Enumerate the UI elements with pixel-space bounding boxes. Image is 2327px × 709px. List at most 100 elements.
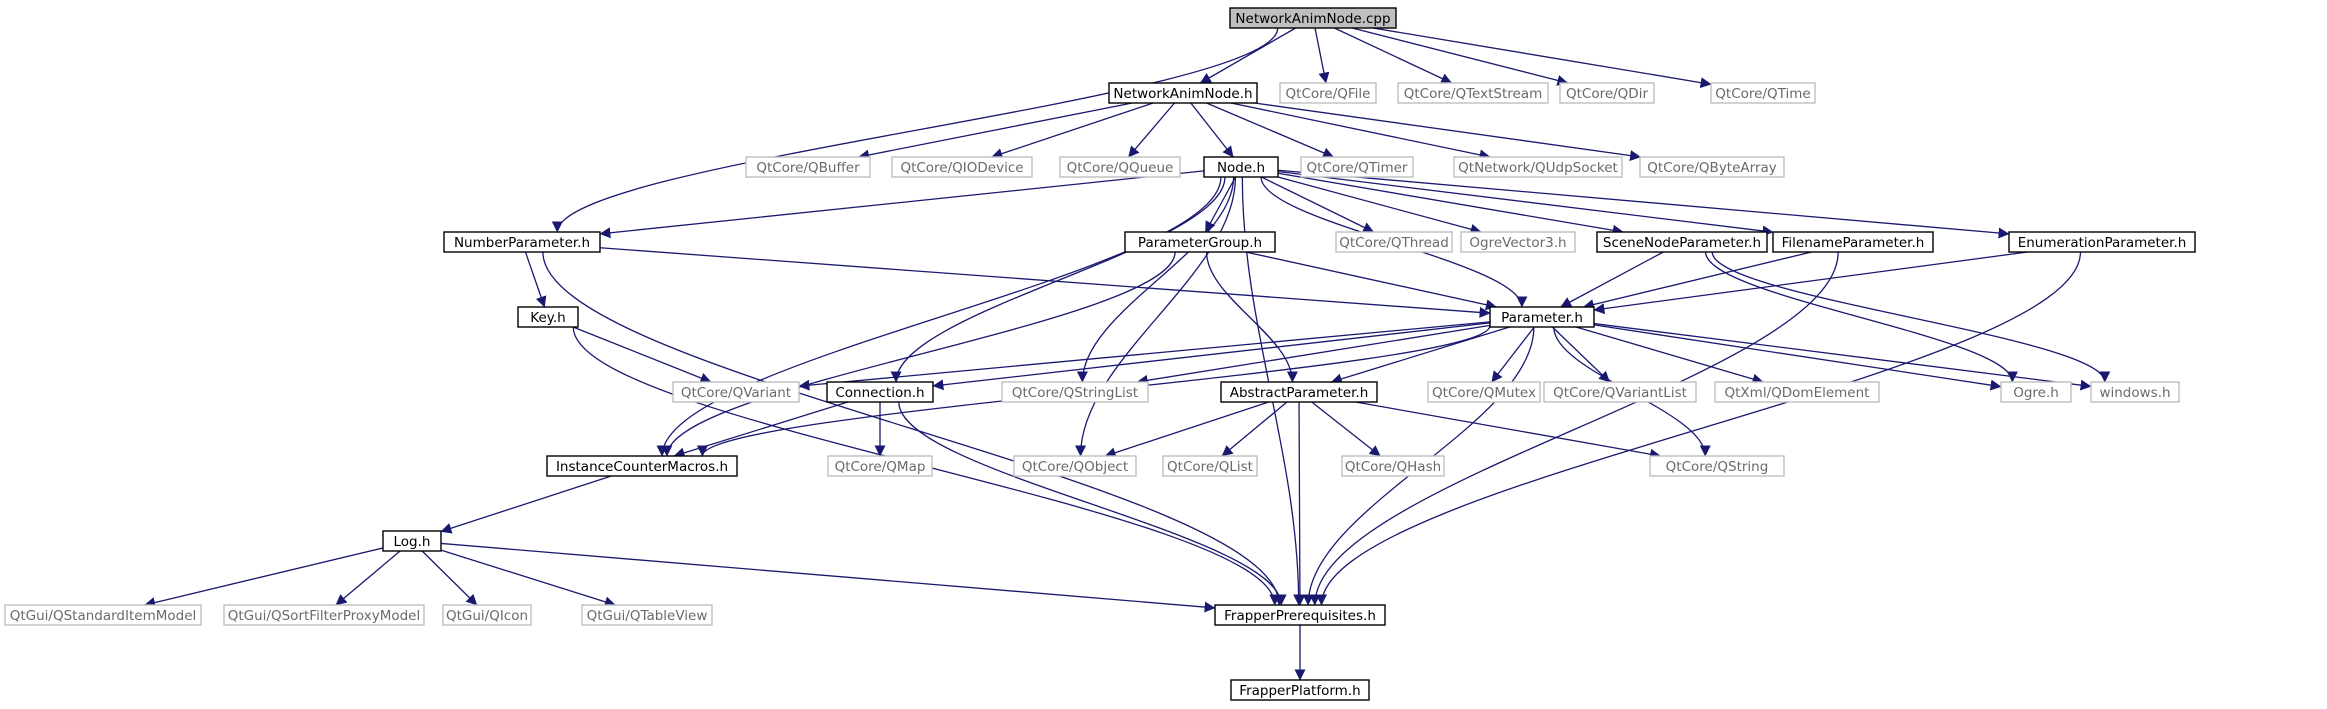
node-key-h[interactable]: Key.h [517, 306, 579, 328]
node-box [382, 530, 442, 552]
node-abstractparameter-h[interactable]: AbstractParameter.h [1220, 381, 1378, 403]
node-label: QtCore/QQueue [1067, 160, 1174, 176]
node-label: ParameterGroup.h [1138, 235, 1262, 251]
node-box [1279, 82, 1377, 104]
edge-scenenodeparameter-h-to-ogre-h [1704, 251, 2018, 383]
edge-parameter-h-to-qstringlist [1136, 324, 1491, 386]
node-qvariant: QtCore/QVariant [672, 381, 800, 403]
node-parametergroup-h[interactable]: ParameterGroup.h [1124, 231, 1276, 253]
node-qstringlist: QtCore/QStringList [1001, 381, 1149, 403]
node-frapperprerequisites-h[interactable]: FrapperPrerequisites.h [1214, 604, 1386, 626]
node-qbuffer: QtCore/QBuffer [745, 156, 871, 178]
node-box [1427, 381, 1541, 403]
edge-instancecountermacros-h-to-log-h [440, 475, 612, 534]
node-box [1596, 231, 1768, 253]
node-box [1124, 231, 1276, 253]
node-box [1649, 455, 1785, 477]
node-box [1162, 455, 1258, 477]
node-label: Ogre.h [2013, 385, 2059, 401]
node-connection-h[interactable]: Connection.h [826, 381, 934, 403]
node-box [1013, 455, 1137, 477]
node-label: QtGui/QStandardItemModel [10, 608, 197, 624]
node-label: QtGui/QTableView [587, 608, 708, 624]
node-label: QtCore/QByteArray [1647, 160, 1777, 176]
node-box [1710, 82, 1816, 104]
node-label: QtCore/QBuffer [756, 160, 860, 176]
edge-parameter-h-to-qmutex [1491, 326, 1535, 383]
node-qthread: QtCore/QThread [1335, 231, 1453, 253]
node-box [1229, 7, 1397, 29]
node-label: QtCore/QHash [1345, 459, 1441, 475]
node-qicon: QtGui/QIcon [442, 604, 532, 626]
node-qudpsocket: QtNetwork/QUdpSocket [1453, 156, 1623, 178]
node-numberparameter-h[interactable]: NumberParameter.h [443, 231, 601, 253]
node-box [517, 306, 579, 328]
node-label: QtCore/QIODevice [900, 160, 1023, 176]
node-label: Node.h [1217, 160, 1265, 176]
node-label: QtGui/QSortFilterProxyModel [228, 608, 420, 624]
node-label: Parameter.h [1501, 310, 1583, 326]
edge-log-h-to-qicon [421, 550, 478, 606]
node-qmutex: QtCore/QMutex [1427, 381, 1541, 403]
node-box [443, 231, 601, 253]
node-qbytearray: QtCore/QByteArray [1639, 156, 1785, 178]
node-label: NetworkAnimNode.cpp [1235, 11, 1390, 27]
edge-parameter-h-to-abstractparameter-h [1330, 326, 1510, 385]
edge-enumerationparameter-h-to-frapperprerequisites-h [1316, 251, 2082, 606]
edge-networkanimnode-h-to-qqueue [1128, 102, 1175, 158]
edge-node-h-to-scenenodeparameter-h [1277, 172, 1624, 236]
node-label: QtCore/QTimer [1307, 160, 1408, 176]
node-box [1230, 679, 1370, 701]
edge-networkanimnode-cpp-to-numberparameter-h [551, 27, 1279, 233]
edge-node-h-to-instancecountermacros-h [656, 176, 1222, 457]
edge-abstractparameter-h-to-qhash [1311, 401, 1381, 457]
node-scenenodeparameter-h[interactable]: SceneNodeParameter.h [1596, 231, 1768, 253]
node-log-h[interactable]: Log.h [382, 530, 442, 552]
edge-networkanimnode-h-to-node-h [1190, 102, 1234, 158]
node-label: Connection.h [835, 385, 924, 401]
node-networkanimnode-cpp[interactable]: NetworkAnimNode.cpp [1229, 7, 1397, 29]
node-label: SceneNodeParameter.h [1603, 235, 1761, 251]
node-label: InstanceCounterMacros.h [556, 459, 728, 475]
node-qsortfilterproxymodel: QtGui/QSortFilterProxyModel [223, 604, 425, 626]
node-enumerationparameter-h[interactable]: EnumerationParameter.h [2008, 231, 2196, 253]
edge-log-h-to-qtableview [440, 549, 616, 608]
node-label: Log.h [394, 534, 431, 550]
node-parameter-h[interactable]: Parameter.h [1489, 306, 1595, 328]
edge-node-h-to-qobject [1075, 176, 1237, 457]
node-box [1453, 156, 1623, 178]
edge-networkanimnode-h-to-qtimer [1206, 102, 1334, 158]
edge-filenameparameter-h-to-parameter-h [1582, 251, 1812, 310]
edge-abstractparameter-h-to-qobject [1104, 401, 1269, 458]
edge-log-h-to-qstandarditemmodel [144, 547, 384, 608]
edge-parametergroup-h-to-instancecountermacros-h [661, 251, 1176, 457]
node-qqueue: QtCore/QQueue [1059, 156, 1181, 178]
node-box [1001, 381, 1149, 403]
edge-networkanimnode-h-to-qbytearray [1254, 102, 1642, 161]
node-qvariantlist: QtCore/QVariantList [1543, 381, 1697, 403]
edge-scenenodeparameter-h-to-parameter-h [1560, 251, 1664, 308]
edge-node-h-to-filenameparameter-h [1277, 170, 1774, 237]
node-label: QtCore/QVariant [681, 385, 791, 401]
node-box [442, 604, 532, 626]
edge-parametergroup-h-to-abstractparameter-h [1205, 251, 1298, 383]
node-node-h[interactable]: Node.h [1203, 156, 1279, 178]
node-windows-h: windows.h [2090, 381, 2180, 403]
node-networkanimnode-h[interactable]: NetworkAnimNode.h [1108, 82, 1258, 104]
node-instancecountermacros-h[interactable]: InstanceCounterMacros.h [546, 455, 738, 477]
node-label: EnumerationParameter.h [2018, 235, 2187, 251]
node-box [1397, 82, 1549, 104]
node-label: QtCore/QObject [1022, 459, 1128, 475]
node-label: QtCore/QVariantList [1553, 385, 1687, 401]
node-filenameparameter-h[interactable]: FilenameParameter.h [1772, 231, 1934, 253]
node-box [827, 455, 933, 477]
edge-numberparameter-h-to-frapperprerequisites-h [542, 251, 1285, 606]
node-qiodevice: QtCore/QIODevice [891, 156, 1033, 178]
node-box [672, 381, 800, 403]
edge-log-h-to-qsortfilterproxymodel [335, 550, 401, 606]
edge-abstractparameter-h-to-qstring [1355, 401, 1662, 460]
node-label: QtCore/QMutex [1432, 385, 1536, 401]
node-label: QtCore/QString [1666, 459, 1769, 475]
node-frapperplatform-h[interactable]: FrapperPlatform.h [1230, 679, 1370, 701]
